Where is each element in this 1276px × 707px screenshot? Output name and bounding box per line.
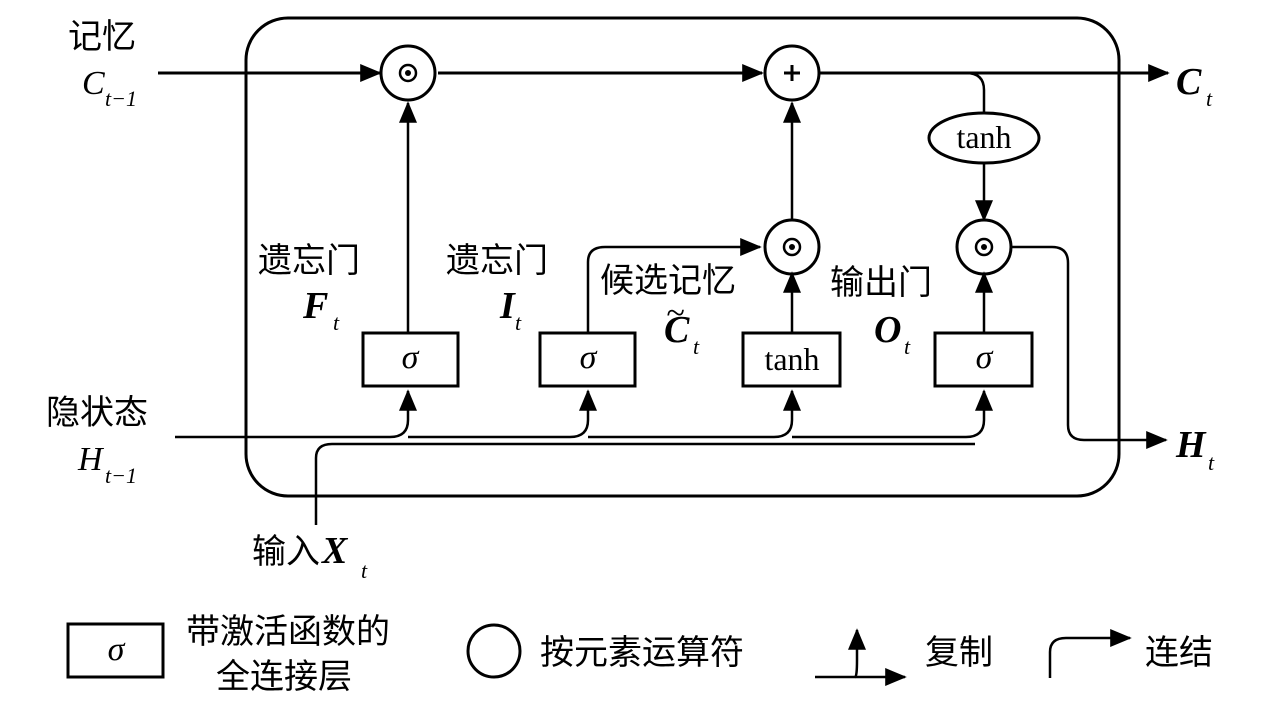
forget-multiply-operator	[379, 44, 437, 102]
output-gate-block	[933, 331, 1034, 388]
input-gate-block	[538, 331, 637, 388]
candidate-memory-label: 候选记忆	[600, 261, 736, 301]
hidden-to-input-gate	[569, 389, 597, 439]
x-in-label: X	[321, 530, 349, 572]
c-out-label: C	[1176, 61, 1202, 103]
input-gate-sigma: σ	[580, 339, 598, 376]
i-label: I	[499, 285, 516, 327]
forget-gate-label: 遗忘门	[258, 241, 360, 281]
input-label: 输入	[252, 532, 320, 572]
forget-gate-block	[361, 331, 460, 388]
hidden-state-label: 隐状态	[46, 393, 148, 433]
legend: σ 带激活函数的 全连接层 按元素运算符 复制 连结	[66, 612, 1213, 697]
h-out-label: H	[1175, 424, 1207, 466]
input-x-line	[314, 442, 975, 525]
legend-fc-box	[66, 622, 165, 679]
legend-operator-circle	[466, 623, 522, 679]
candidate-multiply-operator	[763, 218, 821, 276]
legend-concat-icon	[1048, 629, 1132, 678]
f-label: F	[302, 285, 328, 327]
o-label: O	[874, 309, 901, 351]
cell-border	[244, 16, 1121, 498]
output-gate-label: 输出门	[830, 263, 932, 303]
legend-concat-label: 连结	[1145, 633, 1213, 673]
candidate-tanh-label: tanh	[764, 341, 819, 377]
legend-operator-label: 按元素运算符	[540, 633, 744, 673]
legend-copy-icon	[815, 628, 866, 679]
hidden-to-output-gate	[965, 389, 993, 439]
x-in-sub: t	[361, 558, 368, 583]
output-multiply-operator	[955, 218, 1013, 276]
candidate-tanh-block	[741, 331, 842, 388]
i-sub: t	[515, 310, 522, 335]
legend-copy-label: 复制	[925, 633, 993, 673]
tanh-ellipse	[927, 111, 1041, 165]
memory-label: 记忆	[68, 17, 136, 57]
c-tilde-sub: t	[693, 334, 700, 359]
c-prev-sub: t−1	[105, 86, 137, 111]
h-prev-label: H	[77, 441, 105, 478]
c-tilde-mark: ~	[666, 295, 684, 332]
tanh-ellipse-label: tanh	[956, 119, 1011, 155]
input-gate-path	[586, 238, 762, 333]
legend-fc-line2: 全连接层	[216, 657, 352, 697]
legend-sigma: σ	[108, 631, 126, 668]
c-prev-label: C	[82, 65, 105, 102]
legend-fc-line1: 带激活函数的	[186, 612, 390, 652]
memory-copy-to-tanh	[965, 71, 986, 114]
hidden-to-forget	[389, 389, 417, 439]
h-out-sub: t	[1208, 450, 1215, 475]
output-gate-sigma: σ	[976, 339, 994, 376]
f-sub: t	[333, 310, 340, 335]
forget-gate-sigma: σ	[402, 339, 420, 376]
add-operator	[763, 44, 821, 102]
hidden-to-tanh	[773, 389, 801, 439]
c-out-sub: t	[1206, 86, 1213, 111]
input-gate-label: 遗忘门	[446, 241, 548, 281]
c-tilde-label: C	[664, 309, 690, 351]
h-prev-sub: t−1	[105, 463, 137, 488]
hidden-out-path	[1012, 245, 1168, 449]
o-sub: t	[904, 334, 911, 359]
